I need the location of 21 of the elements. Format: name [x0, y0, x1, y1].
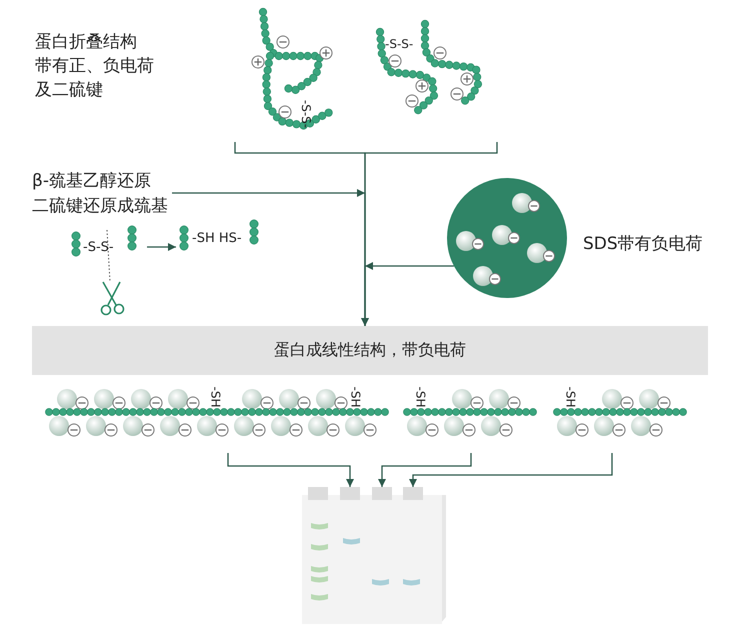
disulfide-bond-label: -S-S-	[385, 38, 414, 50]
bond-label: -S-S-	[83, 241, 114, 254]
disulfide-bond-label: -S-S-	[300, 100, 312, 128]
description-text: 蛋白折叠结构	[35, 34, 137, 51]
process-bar: 蛋白成线性结构，带负电荷	[32, 326, 708, 375]
bond-label: -SH HS-	[192, 232, 242, 245]
thiol-label: -SH	[210, 386, 222, 408]
arrow	[227, 453, 354, 487]
thiol-label: -SH	[350, 386, 362, 408]
arrow	[378, 453, 472, 487]
arrow	[361, 142, 498, 326]
arrow	[364, 262, 454, 326]
arrow	[147, 243, 176, 251]
step-text: β-巯基乙醇还原	[32, 170, 151, 194]
node-caption: SDS带有负电荷	[583, 233, 703, 255]
thiol-label: -SH	[414, 386, 426, 408]
thiol-label: -SH	[564, 386, 576, 408]
description-text: 带有正、负电荷	[35, 58, 154, 75]
step-text: 二硫键还原成巯基	[32, 195, 168, 218]
arrow	[409, 453, 613, 487]
description-text: 及二硫键	[35, 82, 103, 99]
